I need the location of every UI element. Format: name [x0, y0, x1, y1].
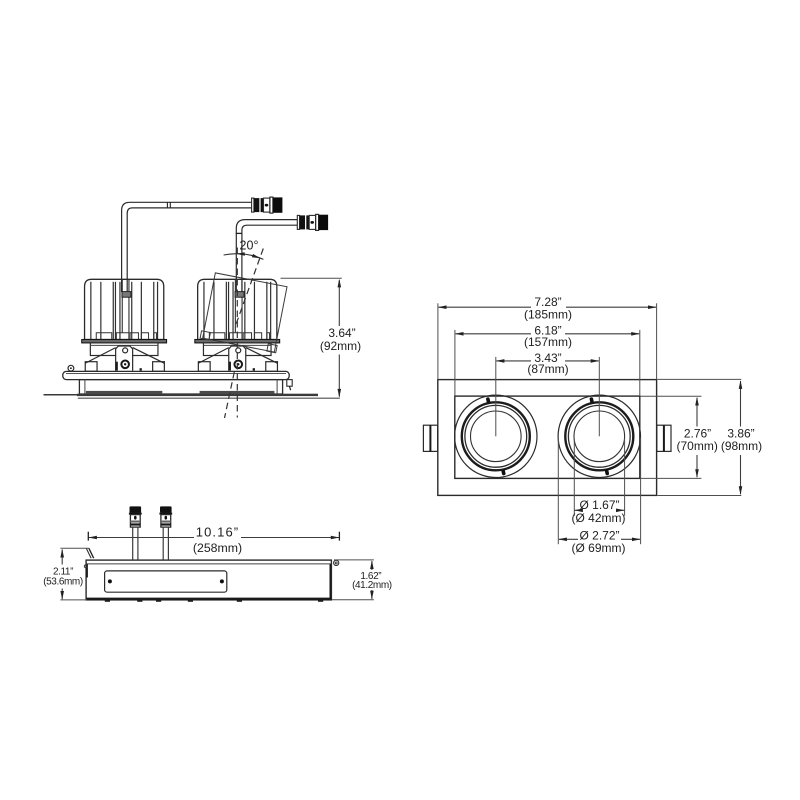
- svg-text:20°: 20°: [240, 239, 259, 253]
- svg-text:(87mm): (87mm): [527, 362, 568, 376]
- svg-text:Ø 2.72”: Ø 2.72”: [579, 528, 619, 542]
- svg-text:(Ø 42mm): (Ø 42mm): [572, 511, 626, 525]
- svg-text:(70mm): (70mm): [677, 439, 718, 453]
- svg-text:(185mm): (185mm): [524, 307, 572, 321]
- svg-text:10.16”: 10.16”: [196, 525, 239, 540]
- svg-text:(258mm): (258mm): [193, 541, 242, 555]
- svg-text:2.76”: 2.76”: [684, 427, 711, 441]
- svg-text:(98mm): (98mm): [721, 439, 762, 453]
- svg-text:(92mm): (92mm): [320, 339, 361, 353]
- svg-text:3.43”: 3.43”: [534, 351, 561, 365]
- svg-text:3.64”: 3.64”: [328, 326, 355, 340]
- svg-text:(53.6mm): (53.6mm): [43, 577, 83, 588]
- svg-text:7.28”: 7.28”: [534, 295, 561, 309]
- svg-text:(41.2mm): (41.2mm): [352, 580, 392, 591]
- svg-text:3.86”: 3.86”: [727, 427, 754, 441]
- svg-text:(157mm): (157mm): [524, 335, 572, 349]
- svg-text:1.62”: 1.62”: [360, 571, 381, 582]
- svg-text:6.18”: 6.18”: [534, 324, 561, 338]
- svg-text:Ø 1.67”: Ø 1.67”: [579, 498, 619, 512]
- svg-text:2.11”: 2.11”: [53, 566, 73, 577]
- svg-text:(Ø 69mm): (Ø 69mm): [572, 541, 626, 555]
